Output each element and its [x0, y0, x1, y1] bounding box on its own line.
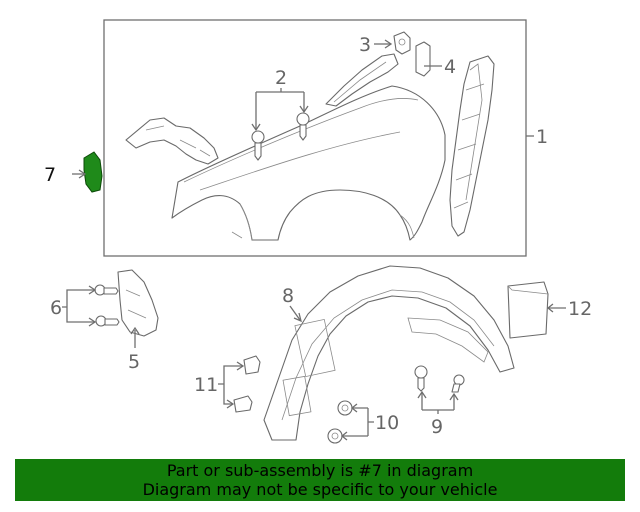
info-banner: Part or sub-assembly is #7 in diagram Di… [15, 459, 625, 501]
callout-9: 9 [431, 416, 443, 438]
callout-12: 12 [568, 298, 592, 320]
clip-10a[interactable] [337, 400, 353, 416]
callout-10: 10 [375, 412, 399, 434]
callout-5: 5 [128, 351, 140, 373]
front-bracket[interactable] [125, 117, 219, 165]
callout-2: 2 [275, 67, 287, 89]
callout-1: 1 [536, 126, 548, 148]
bolt-9a[interactable] [414, 365, 428, 392]
pad-12[interactable] [507, 281, 549, 339]
bracket-4[interactable] [415, 41, 431, 77]
banner-line-2: Diagram may not be specific to your vehi… [142, 480, 498, 499]
bolt-6b[interactable] [95, 315, 120, 327]
clip-11a[interactable] [243, 355, 261, 375]
bolt-9b[interactable] [451, 374, 465, 393]
wheel-liner-8[interactable] [263, 265, 515, 441]
callout-4: 4 [444, 56, 456, 78]
leader-lines [62, 39, 566, 441]
clip-3[interactable] [393, 31, 411, 55]
fender-panel[interactable] [171, 85, 446, 241]
bolt-2a[interactable] [251, 130, 265, 161]
callout-8: 8 [282, 285, 294, 307]
part-7-highlighted[interactable] [83, 151, 103, 193]
clip-11b[interactable] [233, 395, 253, 413]
callout-11: 11 [194, 374, 218, 396]
fender-seal-1[interactable] [449, 55, 495, 237]
callout-3: 3 [359, 34, 371, 56]
clip-10b[interactable] [327, 428, 343, 444]
callout-6: 6 [50, 297, 62, 319]
parts-diagram: 1 2 3 4 5 6 7 8 9 10 11 12 [44, 19, 592, 444]
bolt-2b[interactable] [296, 112, 310, 141]
banner-line-1: Part or sub-assembly is #7 in diagram [166, 461, 474, 480]
upper-rail-bracket[interactable] [325, 53, 399, 107]
bracket-5[interactable] [117, 269, 159, 337]
callout-7: 7 [44, 164, 56, 186]
bolt-6a[interactable] [94, 284, 119, 296]
fender-assembly-frame [103, 19, 527, 257]
